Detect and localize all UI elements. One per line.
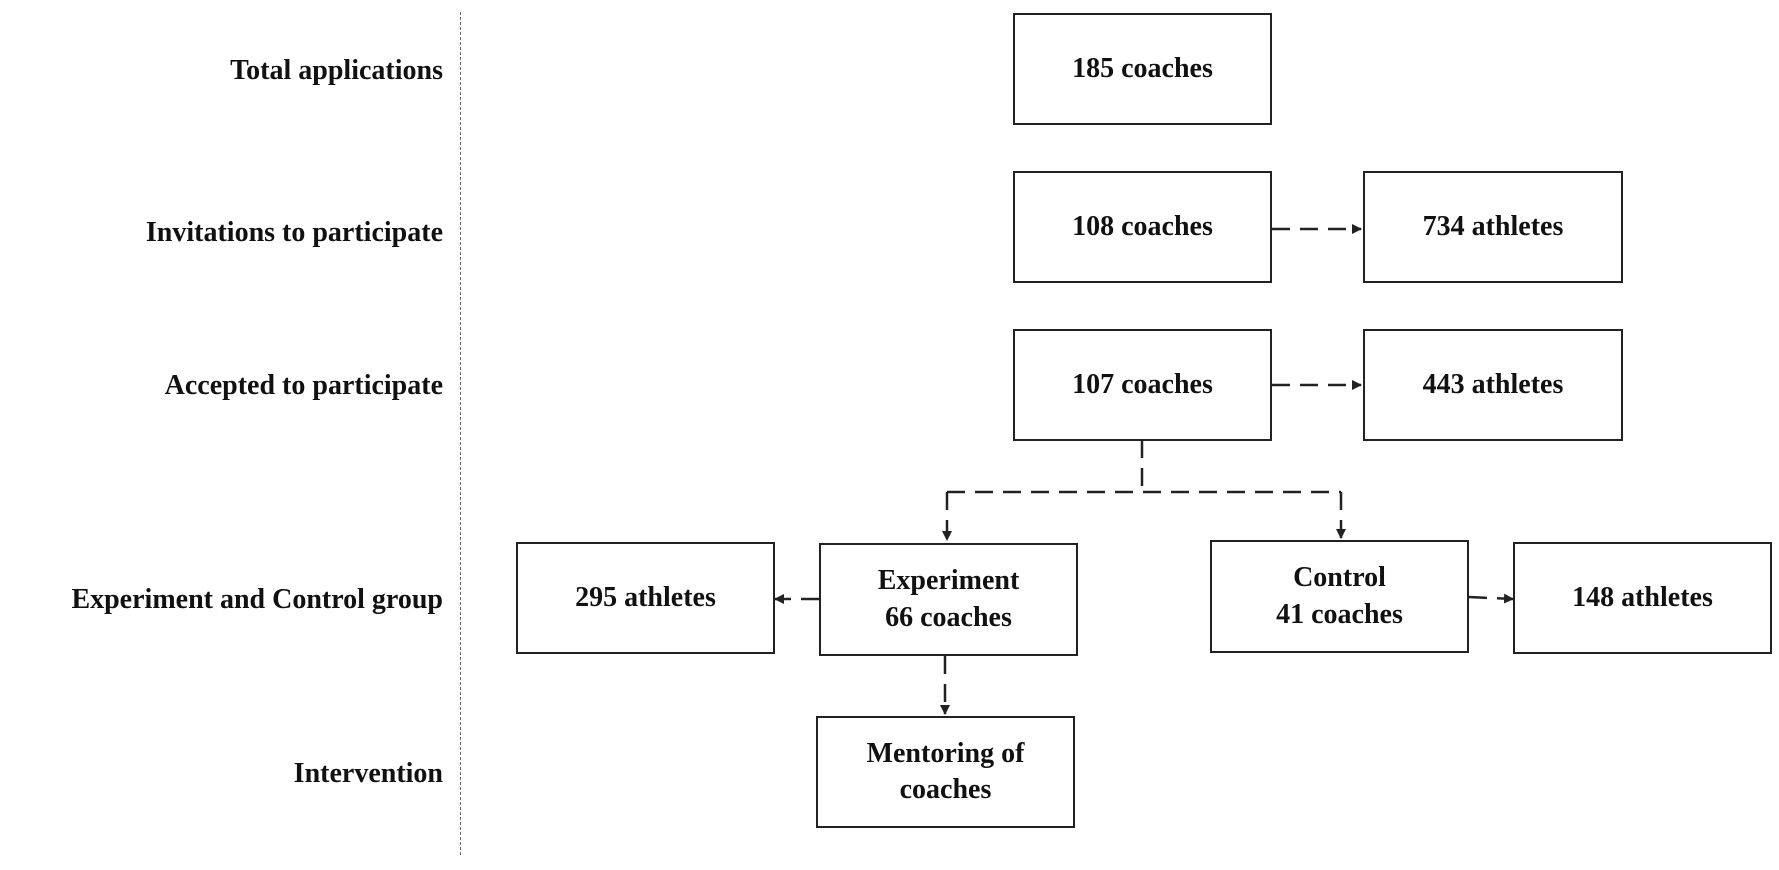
- invited-coaches-text: 108 coaches: [1072, 210, 1213, 242]
- box-control-athletes: 148 athletes: [1513, 542, 1772, 654]
- stage-divider: [460, 12, 461, 855]
- mentoring-line1: Mentoring of: [866, 737, 1025, 769]
- box-mentoring: Mentoring of coaches: [816, 716, 1075, 828]
- accepted-coaches-text: 107 coaches: [1072, 368, 1213, 400]
- experiment-coaches: 66 coaches: [885, 601, 1012, 633]
- stage-label-intervention: Intervention: [293, 758, 443, 789]
- stage-label-total-applications: Total applications: [230, 55, 443, 86]
- mentoring-line2: coaches: [899, 774, 992, 805]
- accepted-athletes-text: 443 athletes: [1422, 368, 1564, 400]
- arrow-control-to-athletes: [1468, 593, 1514, 604]
- box-experiment-athletes: 295 athletes: [516, 542, 775, 654]
- stage-label-invitations: Invitations to participate: [145, 217, 443, 248]
- box-experiment-group: Experiment 66 coaches: [819, 543, 1078, 656]
- control-athletes-text: 148 athletes: [1572, 581, 1713, 613]
- experiment-athletes-text: 295 athletes: [575, 581, 716, 613]
- control-title: Control: [1293, 562, 1386, 594]
- stage-label-accepted: Accepted to participate: [164, 370, 443, 401]
- total-coaches-text: 185 coaches: [1072, 52, 1213, 84]
- control-coaches: 41 coaches: [1276, 598, 1403, 630]
- box-invited-coaches: 108 coaches: [1013, 171, 1272, 283]
- invited-athletes-text: 734 athletes: [1422, 210, 1564, 242]
- box-accepted-athletes: 443 athletes: [1363, 329, 1623, 441]
- box-invited-athletes: 734 athletes: [1363, 171, 1623, 283]
- box-accepted-coaches: 107 coaches: [1013, 329, 1272, 441]
- box-total-coaches: 185 coaches: [1013, 13, 1272, 125]
- box-control-group: Control 41 coaches: [1210, 540, 1469, 653]
- stage-label-groups: Experiment and Control group: [71, 584, 443, 615]
- experiment-title: Experiment: [877, 565, 1020, 597]
